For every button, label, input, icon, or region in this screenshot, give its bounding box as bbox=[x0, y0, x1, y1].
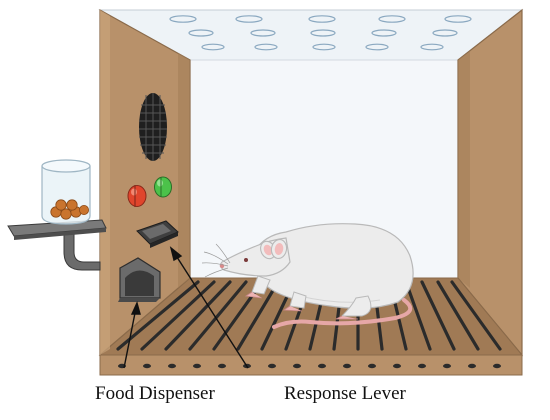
response-lever-label: Response Lever bbox=[284, 383, 407, 404]
callout-arrows bbox=[123, 246, 249, 369]
rat-body bbox=[249, 223, 414, 309]
ceiling-vent-holes bbox=[169, 15, 472, 51]
rat-tail bbox=[272, 298, 413, 329]
speaker-grille bbox=[139, 93, 167, 161]
response-lever-arrow bbox=[174, 253, 249, 369]
cue-lights bbox=[127, 176, 172, 207]
response-lever bbox=[136, 220, 179, 248]
food-dispenser-label: Food Dispenser bbox=[95, 383, 215, 404]
green-cue-light bbox=[154, 176, 172, 198]
chamber-floor bbox=[98, 277, 524, 376]
food-dispenser-arrow bbox=[123, 307, 137, 369]
rat bbox=[201, 223, 414, 329]
pellet-hopper bbox=[7, 159, 107, 271]
food-pellets bbox=[50, 199, 90, 220]
floor-front-bar-ends bbox=[118, 363, 501, 369]
red-cue-light bbox=[127, 185, 147, 207]
food-dispenser-tray bbox=[118, 257, 161, 302]
